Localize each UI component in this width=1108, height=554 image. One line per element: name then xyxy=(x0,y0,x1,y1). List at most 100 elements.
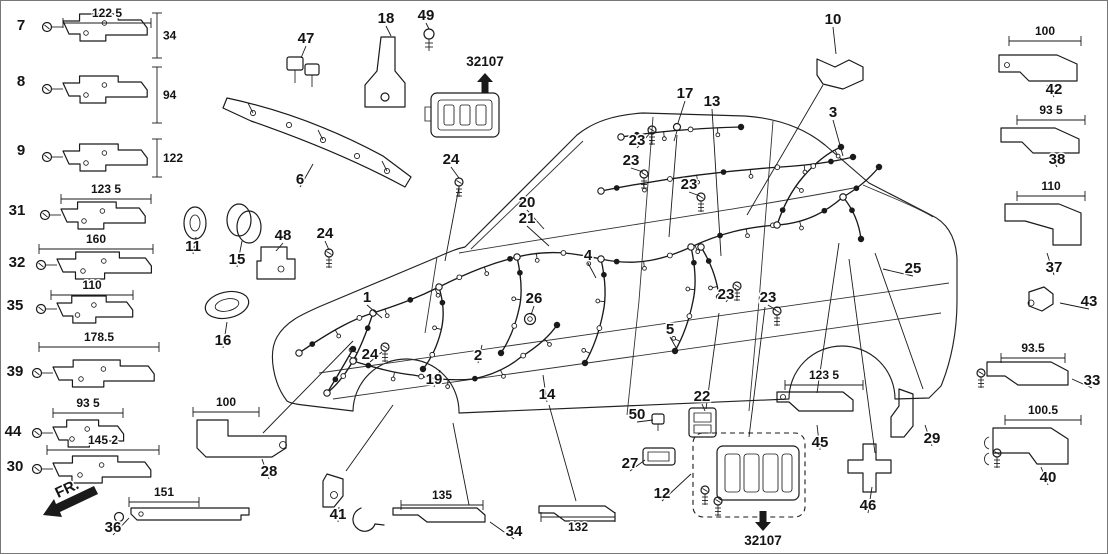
left-bracket-part-1 xyxy=(43,76,148,103)
bolt-icon-6 xyxy=(733,282,741,301)
bolt-icon-8 xyxy=(701,486,709,505)
svg-text:13: 13 xyxy=(704,93,721,110)
svg-text:46: 46 xyxy=(860,497,877,514)
svg-text:7: 7 xyxy=(17,17,25,34)
svg-text:5: 5 xyxy=(666,321,674,338)
dimension-122: 122 xyxy=(152,139,185,177)
svg-text:145 2: 145 2 xyxy=(88,433,118,447)
part-40-bracket xyxy=(985,428,1069,465)
part-50-clip xyxy=(652,414,664,431)
svg-text:151: 151 xyxy=(154,485,174,499)
part-callout-39: 39 xyxy=(5,362,25,382)
dimension-110: 110 xyxy=(51,277,133,300)
part-callout-28: 28 xyxy=(259,459,279,482)
bolt-icon-4 xyxy=(640,170,648,189)
svg-text:123 5: 123 5 xyxy=(91,182,121,196)
dimension-100_5: 100.5 xyxy=(1005,402,1081,425)
part-callout-48: 48 xyxy=(273,226,293,251)
svg-text:48: 48 xyxy=(275,227,292,244)
svg-text:23: 23 xyxy=(681,176,698,193)
svg-text:23: 23 xyxy=(629,132,646,149)
part-callout-18: 18 xyxy=(376,9,396,36)
part-callout-11: 11 xyxy=(184,237,203,257)
svg-text:93 5: 93 5 xyxy=(1039,103,1063,117)
part-callout-3: 3 xyxy=(827,103,843,156)
up-arrow-icon xyxy=(477,73,493,93)
svg-text:18: 18 xyxy=(378,10,395,27)
svg-text:10: 10 xyxy=(825,11,842,28)
part-26-grommet xyxy=(525,314,536,325)
bolt-icon-2 xyxy=(381,343,389,362)
fusebox-ref-top: 32107 xyxy=(466,54,504,69)
part-callout-16: 16 xyxy=(213,322,233,351)
part-29-bracket xyxy=(891,389,913,437)
svg-text:4: 4 xyxy=(584,247,593,264)
svg-text:21: 21 xyxy=(519,210,536,227)
svg-text:47: 47 xyxy=(298,30,315,47)
svg-text:123 5: 123 5 xyxy=(809,368,839,382)
windshield-line xyxy=(471,141,583,249)
part-callout-30: 30 xyxy=(5,457,25,477)
part-callout-26: 26 xyxy=(524,289,544,315)
svg-text:30: 30 xyxy=(7,458,24,475)
svg-text:2: 2 xyxy=(474,347,482,364)
part-callout-29: 29 xyxy=(922,425,942,449)
part-callout-14: 14 xyxy=(537,375,557,405)
part-43-clip xyxy=(1028,287,1053,311)
part-callout-37: 37 xyxy=(1044,253,1064,278)
svg-text:23: 23 xyxy=(718,286,735,303)
svg-text:22: 22 xyxy=(694,388,711,405)
dimension-122_5: 122 5 xyxy=(63,5,151,28)
svg-text:15: 15 xyxy=(229,251,246,268)
part-callout-50: 50 xyxy=(627,405,653,425)
svg-text:38: 38 xyxy=(1049,151,1066,168)
svg-text:100.5: 100.5 xyxy=(1028,403,1058,417)
dimension-160: 160 xyxy=(39,231,153,254)
part-callout-24: 24 xyxy=(315,224,335,250)
svg-text:41: 41 xyxy=(330,506,347,523)
svg-text:110: 110 xyxy=(1041,179,1061,193)
part-callout-23: 23 xyxy=(627,131,651,151)
svg-text:160: 160 xyxy=(86,232,106,246)
part-callout-44: 44 xyxy=(3,422,23,442)
part-27-connector xyxy=(643,448,675,465)
part-callout-23: 23 xyxy=(621,151,643,172)
dash-line xyxy=(425,257,437,333)
part-callout-32: 32 xyxy=(7,253,27,273)
leader-lines xyxy=(263,85,923,505)
down-arrow-icon xyxy=(755,511,771,531)
svg-text:132: 132 xyxy=(568,520,588,534)
dimension-145_2: 145 2 xyxy=(47,432,159,455)
dimension-94: 94 xyxy=(152,67,178,123)
svg-text:6: 6 xyxy=(296,171,304,188)
left-bracket-part-4 xyxy=(37,252,152,279)
svg-text:44: 44 xyxy=(5,423,22,440)
bolt-icon-1 xyxy=(325,249,333,268)
svg-text:26: 26 xyxy=(526,290,543,307)
svg-text:100: 100 xyxy=(216,395,236,409)
part-callout-42: 42 xyxy=(1044,80,1064,100)
beltline xyxy=(459,187,859,253)
svg-text:24: 24 xyxy=(443,151,460,168)
svg-text:34: 34 xyxy=(163,29,177,43)
fr-direction-arrow-icon xyxy=(43,486,98,517)
svg-text:37: 37 xyxy=(1046,259,1063,276)
part-6-cowl-strip xyxy=(223,98,411,187)
part-callout-4: 4 xyxy=(582,246,596,278)
part-callout-33: 33 xyxy=(1072,371,1102,391)
bolt-icon-10 xyxy=(977,369,985,388)
floor-line-2 xyxy=(333,313,941,399)
part-callout-5: 5 xyxy=(664,320,678,351)
bolt-icon-7 xyxy=(773,307,781,326)
part-callout-40: 40 xyxy=(1038,467,1058,488)
svg-text:23: 23 xyxy=(760,289,777,306)
part-callout-13: 13 xyxy=(702,92,722,256)
part-42-bracket xyxy=(999,55,1077,81)
left-bracket-part-5 xyxy=(37,296,133,323)
part-callout-43: 43 xyxy=(1060,292,1099,312)
part-16-grommet xyxy=(203,288,251,323)
part-callout-41: 41 xyxy=(328,505,348,525)
wiring-harness xyxy=(296,123,883,396)
svg-text:45: 45 xyxy=(812,434,829,451)
svg-text:32: 32 xyxy=(9,254,26,271)
